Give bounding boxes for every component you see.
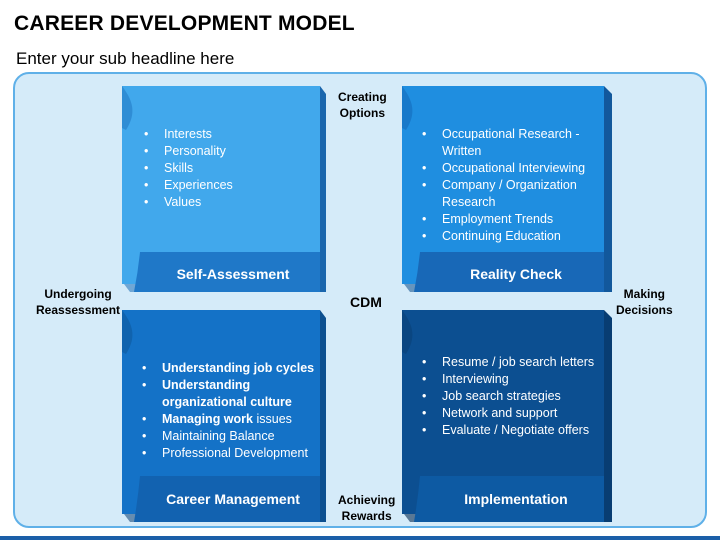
list-item: Values — [142, 194, 317, 211]
center-label-cdm: CDM — [350, 294, 382, 310]
label-bottom-line1: Achieving — [338, 493, 396, 507]
card-self-assessment: Interests Personality Skills Experiences… — [120, 84, 330, 294]
career-management-list: Understanding job cycles Understanding o… — [140, 360, 328, 462]
list-item: Experiences — [142, 177, 317, 194]
reality-check-list: Occupational Research - Written Occupati… — [420, 126, 606, 245]
page-title: CAREER DEVELOPMENT MODEL — [14, 12, 355, 35]
list-item: Evaluate / Negotiate offers — [420, 422, 608, 439]
label-creating-options: Creating Options — [338, 89, 387, 121]
page-subtitle: Enter your sub headline here — [16, 49, 235, 68]
label-right-line1: Making — [623, 287, 666, 301]
list-item-text: Understanding organizational culture — [162, 378, 292, 409]
footer-bar — [0, 536, 720, 540]
list-item: Understanding job cycles — [140, 360, 328, 377]
implementation-title: Implementation — [464, 491, 568, 507]
label-achieving-rewards: Achieving Rewards — [338, 492, 395, 524]
list-item: Employment Trends — [420, 211, 606, 228]
label-undergoing-reassessment: Undergoing Reassessment — [36, 286, 120, 318]
list-item: Personality — [142, 143, 317, 160]
list-item: Occupational Interviewing — [420, 160, 606, 177]
career-management-title: Career Management — [166, 491, 300, 507]
label-top-line1: Creating — [338, 90, 387, 104]
list-item: Understanding organizational culture — [140, 377, 328, 411]
label-left-line2: Reassessment — [36, 303, 121, 317]
label-top-line2: Options — [339, 106, 385, 120]
card-career-management: Understanding job cycles Understanding o… — [120, 308, 330, 524]
list-item-text: issues — [256, 412, 292, 426]
list-item: Occupational Research - Written — [420, 126, 606, 160]
list-item: Skills — [142, 160, 317, 177]
list-item: Maintaining Balance — [140, 428, 328, 445]
list-item: Company / Organization Research — [420, 177, 606, 211]
self-assessment-title: Self-Assessment — [176, 266, 290, 282]
list-item: Interviewing — [420, 371, 608, 388]
list-item-text: Managing work — [162, 412, 253, 426]
list-item: Continuing Education — [420, 228, 606, 245]
label-bottom-line2: Rewards — [341, 509, 392, 523]
label-making-decisions: Making Decisions — [616, 286, 673, 318]
list-item: Resume / job search letters — [420, 354, 608, 371]
list-item-text: Understanding job cycles — [162, 361, 315, 375]
label-left-line1: Undergoing — [44, 287, 112, 301]
self-assessment-list: Interests Personality Skills Experiences… — [142, 126, 317, 211]
reality-check-title: Reality Check — [470, 266, 562, 282]
list-item: Professional Development — [140, 445, 328, 462]
list-item: Job search strategies — [420, 388, 608, 405]
list-item: Interests — [142, 126, 317, 143]
label-right-line2: Decisions — [616, 303, 673, 317]
list-item: Managing work issues — [140, 411, 328, 428]
list-item: Network and support — [420, 405, 608, 422]
implementation-list: Resume / job search letters Interviewing… — [420, 354, 608, 439]
card-implementation: Resume / job search letters Interviewing… — [400, 308, 616, 524]
card-reality-check: Occupational Research - Written Occupati… — [400, 84, 616, 294]
